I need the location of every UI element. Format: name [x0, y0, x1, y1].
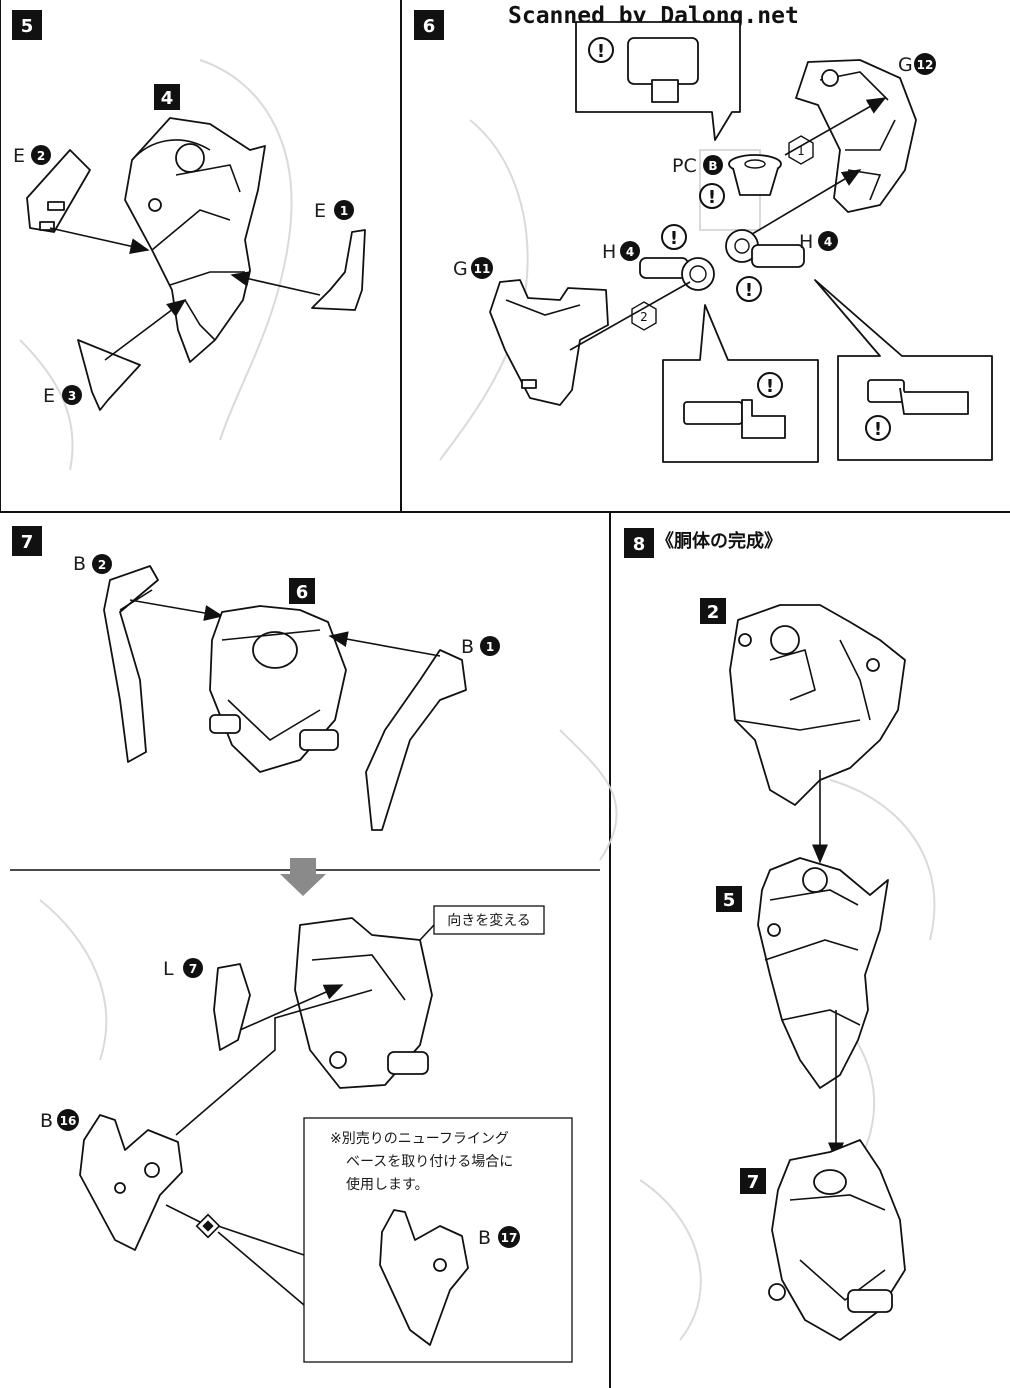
- label-h4b-letter: H: [799, 231, 813, 253]
- torso-assembly-4: [124, 117, 266, 363]
- label-h4a-letter: H: [602, 241, 616, 263]
- part-e1: [311, 229, 366, 311]
- subassembly-5-number: 5: [723, 890, 736, 911]
- part-g11: [489, 279, 609, 406]
- label-e3-letter: E: [43, 385, 55, 407]
- label-pcb-number: B: [708, 159, 717, 173]
- step-number-box: [12, 526, 42, 556]
- down-arrow-icon: [280, 858, 326, 896]
- callout-h4-right-orientation: [814, 279, 993, 461]
- callout-pc-detail: [575, 21, 741, 141]
- assembly-rotated: [294, 917, 433, 1089]
- step-number: 5: [21, 16, 34, 37]
- label-e2-letter: E: [13, 145, 25, 167]
- label-b1-letter: B: [461, 636, 474, 658]
- label-b1-number: 1: [486, 640, 494, 654]
- subassembly-7-number: 7: [747, 1172, 760, 1193]
- part-h4-right: [725, 229, 805, 268]
- label-l7-number: 7: [189, 962, 197, 976]
- order-mark-2: 2: [640, 310, 648, 324]
- label-h4a-number: 4: [626, 245, 634, 259]
- subassembly-number-box: [154, 84, 180, 110]
- part-e3: [77, 339, 141, 411]
- subassembly-7-drawing: [768, 1139, 906, 1341]
- subassembly-2-number: 2: [707, 602, 720, 623]
- part-pc-b: [728, 154, 782, 196]
- subassembly-6: [209, 605, 347, 773]
- label-b17-letter: B: [478, 1227, 491, 1249]
- label-e2-number: 2: [37, 149, 45, 163]
- label-e3-number: 3: [68, 389, 76, 403]
- label-g12-number: 12: [917, 58, 934, 72]
- part-b1: [365, 649, 467, 831]
- step-number: 8: [633, 534, 646, 555]
- subassembly-5-box: [716, 886, 742, 912]
- part-e2: [26, 149, 91, 233]
- step-number-box: [414, 10, 444, 40]
- step-8-panel: 8 《胴体の完成》 2 5 7: [624, 528, 906, 1341]
- label-b16-letter: B: [40, 1110, 53, 1132]
- step-number-box: [624, 528, 654, 558]
- subassembly-number: 6: [296, 582, 309, 603]
- subassembly-5-drawing: [757, 857, 889, 1089]
- step-number-box: [12, 10, 42, 40]
- subassembly-7-box: [740, 1168, 766, 1194]
- rotate-note-text: 向きを変える: [447, 912, 531, 929]
- subassembly-number-box: [289, 578, 315, 604]
- part-h4-left: [639, 257, 715, 291]
- option-note-line-1: ※別売りのニューフライング: [330, 1131, 509, 1147]
- step-5-panel: 5 4 E 2 E 1: [12, 10, 366, 411]
- part-g12: [795, 59, 917, 213]
- label-l7-letter: L: [163, 958, 174, 980]
- subassembly-number: 4: [161, 88, 174, 109]
- label-b2-number: 2: [98, 558, 106, 572]
- step-number: 6: [423, 16, 436, 37]
- step-number: 7: [21, 532, 34, 553]
- part-b16: [79, 1114, 183, 1251]
- label-e1-letter: E: [314, 200, 326, 222]
- step-6-panel: 6 PC B G 12 1: [414, 10, 993, 463]
- label-b16-number: 16: [60, 1114, 77, 1128]
- rotate-note-box: [433, 905, 545, 935]
- callout-h4-left-orientation: [662, 304, 819, 463]
- label-g11-letter: G: [453, 258, 468, 280]
- label-b17-number: 17: [501, 1231, 518, 1245]
- option-note-line-3: 使用します。: [346, 1176, 429, 1193]
- label-pcb-letter: PC: [672, 155, 697, 177]
- label-b2-letter: B: [73, 553, 86, 575]
- option-note-box: ※別売りのニューフライング ベースを取り付ける場合に 使用します。: [303, 1117, 573, 1363]
- part-b2: [103, 565, 159, 763]
- step-8-title: 《胴体の完成》: [656, 530, 782, 552]
- order-mark-1: 1: [797, 144, 805, 158]
- step-7-panel: 7 6 B 2 B 1: [12, 526, 573, 1363]
- label-h4b-number: 4: [824, 235, 832, 249]
- subassembly-2-drawing: [729, 604, 906, 806]
- subassembly-2-box: [700, 598, 726, 624]
- label-e1-number: 1: [340, 204, 348, 218]
- label-g11-number: 11: [474, 262, 491, 276]
- part-l7: [213, 963, 251, 1051]
- option-note-line-2: ベースを取り付ける場合に: [346, 1154, 513, 1170]
- label-g12-letter: G: [898, 54, 913, 76]
